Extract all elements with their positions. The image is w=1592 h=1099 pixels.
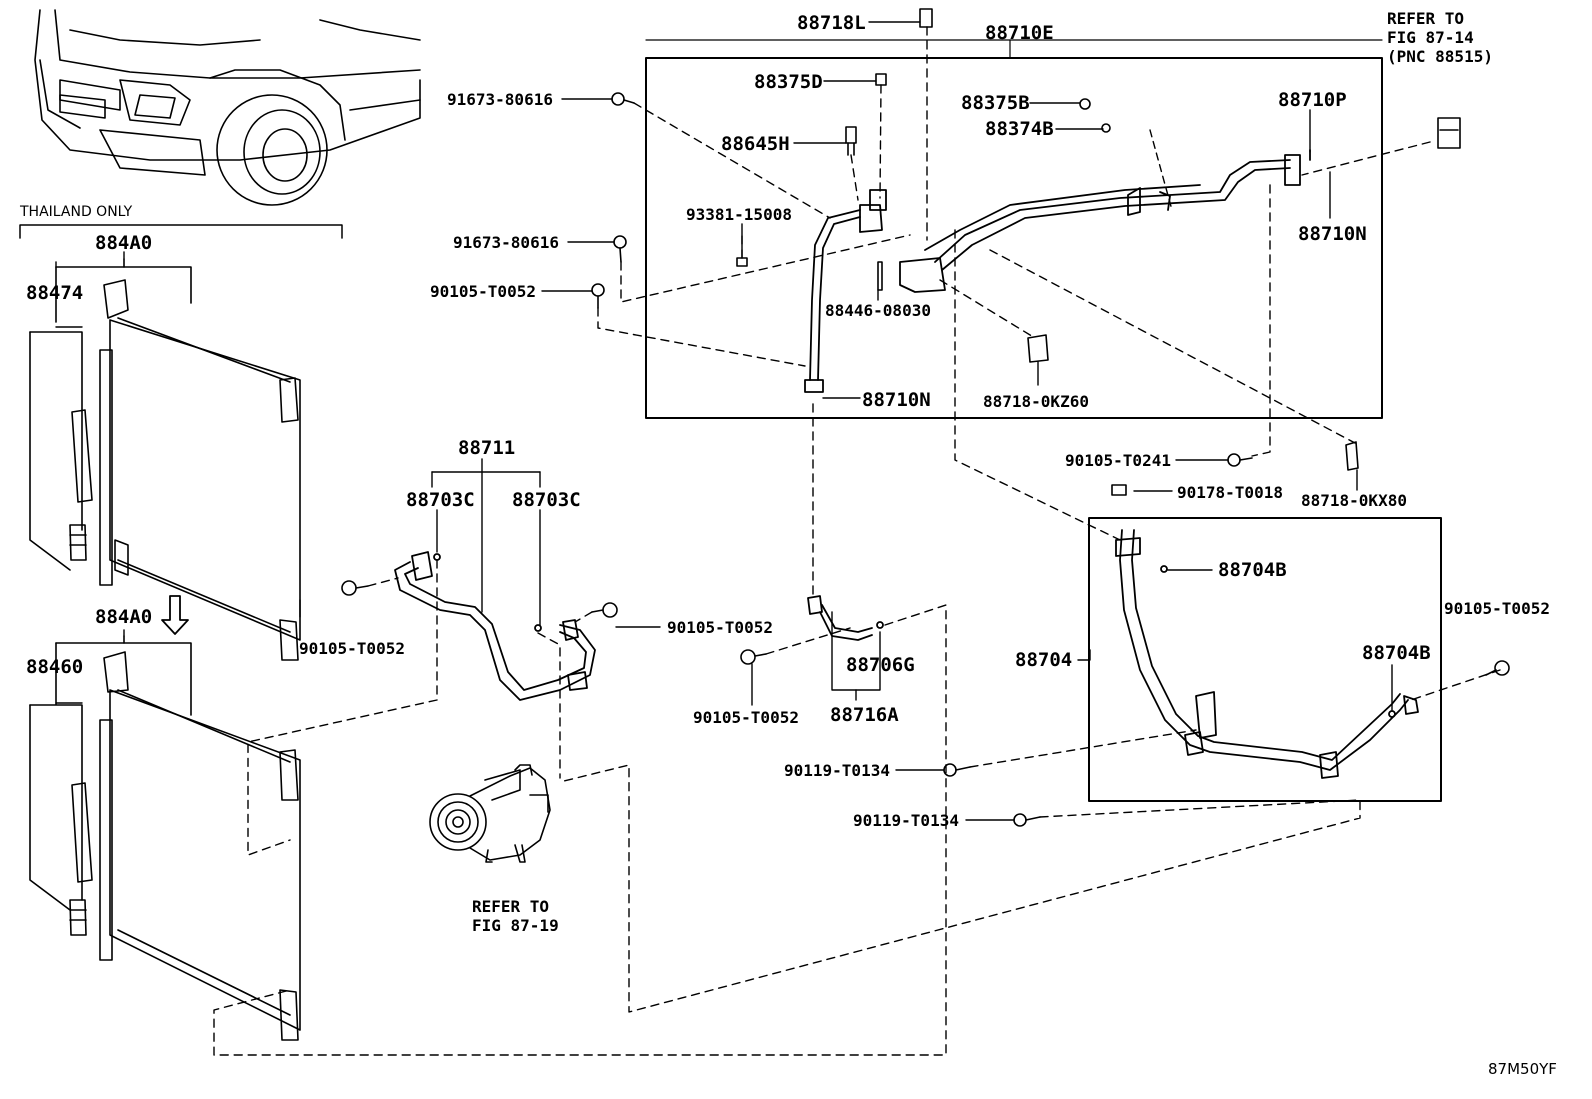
label-90105-T0241[interactable]: 90105-T0241 [1065, 451, 1171, 470]
clamp-88718-0KZ60 [1027, 334, 1049, 363]
label-88716A[interactable]: 88716A [830, 704, 899, 726]
label-88703C-b[interactable]: 88703C [512, 489, 581, 511]
dashed-connection-lines [213, 26, 1501, 1056]
label-90119-T0134-b[interactable]: 90119-T0134 [853, 811, 959, 830]
connector-ref-87-14 [1437, 117, 1461, 149]
label-88375B[interactable]: 88375B [961, 92, 1030, 114]
label-88710N-a[interactable]: 88710N [862, 389, 931, 411]
ac-compressor [429, 764, 551, 863]
refer-fig-87-14[interactable]: REFER TO FIG 87-14 (PNC 88515) [1387, 9, 1493, 66]
label-88710N-b[interactable]: 88710N [1298, 223, 1367, 245]
clamp-88718-0KX80 [1345, 441, 1359, 471]
bolt-90119-a [943, 763, 971, 777]
cap-88375B [1079, 98, 1091, 110]
label-88711[interactable]: 88711 [458, 437, 516, 459]
switch-88645H [845, 126, 857, 156]
label-90105-T0052-b[interactable]: 90105-T0052 [1444, 599, 1550, 618]
label-88374B[interactable]: 88374B [985, 118, 1054, 140]
label-88704B-b[interactable]: 88704B [1362, 642, 1431, 664]
label-884A0-lower[interactable]: 884A0 [95, 606, 153, 628]
suction-hose-88704 [1115, 529, 1419, 779]
valve-88374B [1101, 123, 1111, 133]
label-93381-15008[interactable]: 93381-15008 [686, 205, 792, 224]
label-88474[interactable]: 88474 [26, 282, 84, 304]
tube-88711 [394, 551, 596, 701]
thailand-only-label: THAILAND ONLY [20, 204, 133, 220]
label-88718-0KX80[interactable]: 88718-0KX80 [1301, 491, 1407, 510]
bolt-90105-t0052-a [591, 283, 605, 309]
bolt-90105-t0241 [1227, 453, 1253, 467]
label-88446-08030[interactable]: 88446-08030 [825, 301, 931, 320]
label-90178-T0018[interactable]: 90178-T0018 [1177, 483, 1283, 502]
bolt-90105-t0052-c [341, 580, 369, 596]
sensor-88446 [877, 261, 883, 291]
bolt-90105-t0052-e [740, 649, 767, 665]
label-88704B-a[interactable]: 88704B [1218, 559, 1287, 581]
label-91673-80616-b[interactable]: 91673-80616 [453, 233, 559, 252]
label-88710E[interactable]: 88710E [985, 22, 1054, 44]
label-88718L[interactable]: 88718L [797, 12, 866, 34]
label-88718-0KZ60[interactable]: 88718-0KZ60 [983, 392, 1089, 411]
bolt-90119-b [1013, 813, 1041, 827]
thailand-only-bracket [19, 224, 343, 239]
label-90119-T0134-a[interactable]: 90119-T0134 [784, 761, 890, 780]
nut-93381 [736, 257, 748, 267]
label-88704[interactable]: 88704 [1015, 649, 1073, 671]
cap-88375D [875, 73, 887, 86]
label-88706G[interactable]: 88706G [846, 654, 915, 676]
label-88710P[interactable]: 88710P [1278, 89, 1347, 111]
label-88460[interactable]: 88460 [26, 656, 84, 678]
bolt-90105-t0052-b [1485, 660, 1510, 676]
label-90105-T0052-c[interactable]: 90105-T0052 [299, 639, 405, 658]
condenser-lower [29, 635, 301, 1041]
label-88703C-a[interactable]: 88703C [406, 489, 475, 511]
diagram-code: 87M50YF [1488, 1060, 1557, 1078]
down-arrow [161, 595, 189, 635]
label-88645H[interactable]: 88645H [721, 133, 790, 155]
bolt-90105-t0052-d [591, 602, 618, 618]
discharge-tube-assembly [804, 129, 1311, 393]
bolt-91673-a [611, 92, 635, 106]
clip-88718L [919, 8, 933, 28]
condenser-upper [29, 258, 301, 661]
nut-90178 [1111, 484, 1127, 496]
label-91673-80616-a[interactable]: 91673-80616 [447, 90, 553, 109]
vehicle-front-illustration [34, 9, 421, 206]
leader-lines [55, 21, 1393, 821]
refer-fig-87-19[interactable]: REFER TO FIG 87-19 [472, 897, 559, 935]
label-90105-T0052-a[interactable]: 90105-T0052 [430, 282, 536, 301]
bolt-91673-b [613, 235, 627, 263]
box-88710E [645, 39, 1383, 419]
label-88375D[interactable]: 88375D [754, 71, 823, 93]
label-90105-T0052-e[interactable]: 90105-T0052 [693, 708, 799, 727]
tube-88706G [807, 595, 884, 641]
label-90105-T0052-d[interactable]: 90105-T0052 [667, 618, 773, 637]
label-884A0-upper[interactable]: 884A0 [95, 232, 153, 254]
